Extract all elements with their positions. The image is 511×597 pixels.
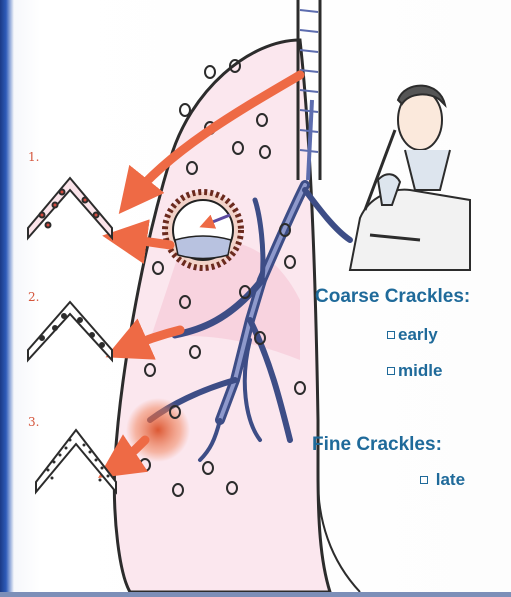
bullet-square-icon xyxy=(387,367,395,375)
coarse-item-early: early xyxy=(387,325,438,345)
alveolus-fold-icon xyxy=(36,430,116,492)
coarse-item-midle: midle xyxy=(387,361,442,381)
bullet-square-icon xyxy=(387,331,395,339)
fine-crackles-title: Fine Crackles: xyxy=(312,434,442,456)
step-number-3: 3. xyxy=(28,415,39,429)
coarse-crackles-title: Coarse Crackles: xyxy=(315,286,470,308)
step-number-1: 1. xyxy=(28,150,39,164)
doctor-figure-icon xyxy=(350,86,470,270)
bullet-square-icon xyxy=(420,476,428,484)
bottom-bar xyxy=(0,592,511,597)
cavity-lesion xyxy=(165,192,241,268)
step-number-2: 2. xyxy=(28,290,39,304)
alveolus-fold-icon xyxy=(28,302,112,360)
fine-item-late: late xyxy=(420,470,465,490)
alveolus-fold-icon xyxy=(28,178,112,238)
